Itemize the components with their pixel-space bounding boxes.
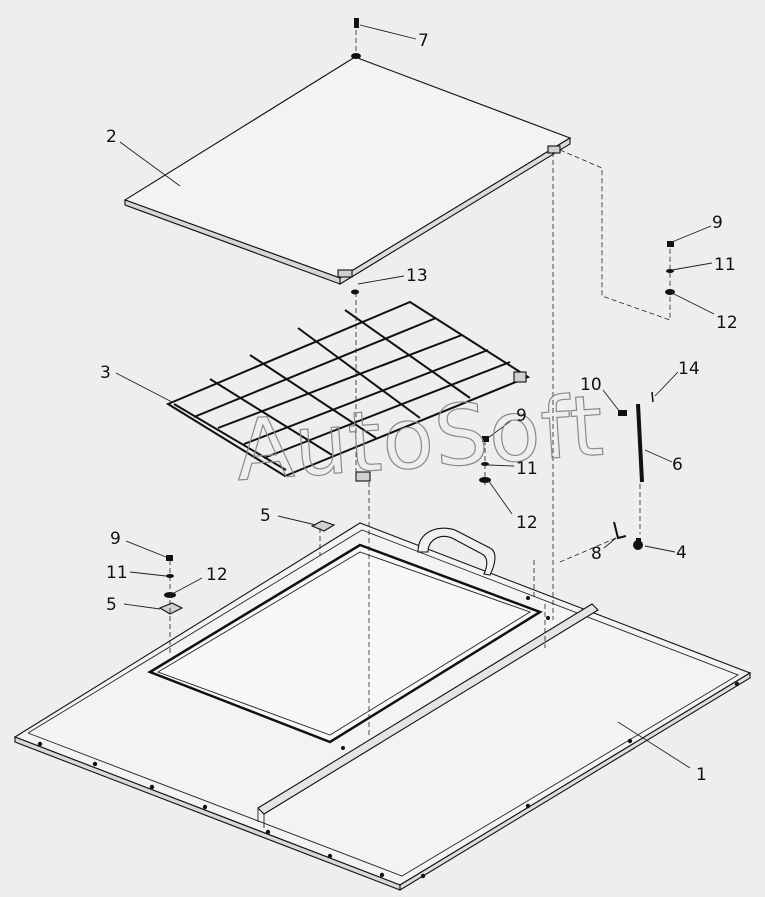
callout-10: 10 bbox=[580, 375, 602, 395]
callout-3: 3 bbox=[100, 363, 111, 383]
callout-11-middle: 11 bbox=[516, 459, 538, 479]
callout-11-top: 11 bbox=[714, 255, 736, 275]
base-panel bbox=[13, 522, 752, 891]
callout-6: 6 bbox=[672, 455, 683, 475]
callout-9-top: 9 bbox=[712, 213, 723, 233]
callout-9-left: 9 bbox=[110, 529, 121, 549]
callout-5-middle: 5 bbox=[260, 506, 271, 526]
callout-5-left: 5 bbox=[106, 595, 117, 615]
callout-9-middle: 9 bbox=[516, 406, 527, 426]
callout-8: 8 bbox=[591, 544, 602, 564]
leader-lines bbox=[115, 24, 715, 769]
assembly-axes bbox=[169, 30, 671, 736]
callout-1: 1 bbox=[696, 765, 707, 785]
callout-14: 14 bbox=[678, 359, 700, 379]
callout-11-left: 11 bbox=[106, 563, 128, 583]
watermark: AutoSoft bbox=[233, 376, 608, 499]
callout-labels: 7 2 9 11 13 12 14 3 10 9 6 11 5 12 9 8 4… bbox=[100, 31, 738, 785]
top-lid-panel bbox=[123, 56, 572, 285]
callout-2: 2 bbox=[106, 127, 117, 147]
callout-12-middle: 12 bbox=[516, 513, 538, 533]
grid-frame bbox=[165, 300, 531, 482]
callout-13: 13 bbox=[406, 266, 428, 286]
callout-12-top: 12 bbox=[716, 313, 738, 333]
callout-4: 4 bbox=[676, 543, 687, 563]
callout-12-left: 12 bbox=[206, 565, 228, 585]
callout-7: 7 bbox=[418, 31, 429, 51]
